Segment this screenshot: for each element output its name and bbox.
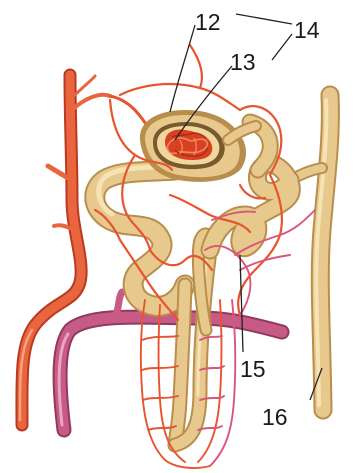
label-16-text: 16 bbox=[262, 404, 288, 430]
loop-of-henle bbox=[175, 234, 210, 445]
label-12-text: 12 bbox=[195, 9, 221, 35]
label-15-text: 15 bbox=[240, 356, 266, 382]
label-13-text: 13 bbox=[230, 49, 256, 75]
label-14-text: 14 bbox=[294, 17, 320, 43]
collecting-duct bbox=[290, 95, 330, 410]
proximal-convoluted-tubule bbox=[95, 166, 185, 306]
label-12: 12 bbox=[170, 9, 221, 112]
